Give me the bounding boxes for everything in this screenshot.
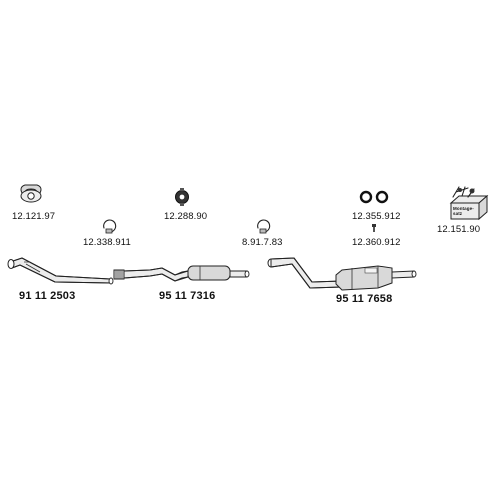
part-number-rear-silencer: 95 11 7658 [336, 293, 393, 305]
kit-box-label: Montage-satz [453, 206, 474, 216]
part-number-front-pipe: 91 11 2503 [19, 290, 76, 302]
bolt-icon [372, 224, 376, 232]
clamp-icon [103, 219, 117, 234]
accessory-code-clamp-1: 12.338.911 [83, 237, 131, 248]
accessory-code-bolt: 12.360.912 [352, 237, 401, 248]
clamp-icon [257, 219, 271, 234]
accessory-code-mounting-kit: 12.151.90 [437, 224, 481, 235]
rubber-rings-icon [359, 190, 389, 204]
rear-silencer-icon [267, 257, 417, 291]
mounting-kit-box-icon [449, 186, 489, 221]
part-number-middle-silencer: 95 11 7316 [159, 290, 216, 302]
gasket-icon [20, 184, 42, 203]
accessory-code-clamp-2: 8.91.7.83 [242, 237, 283, 248]
rubber-hanger-icon [175, 188, 189, 206]
middle-silencer-icon [113, 265, 250, 282]
accessory-code-gasket: 12.121.97 [12, 211, 56, 222]
accessory-code-rubber-rings: 12.355.912 [352, 211, 401, 222]
accessory-code-rubber-hanger: 12.288.90 [164, 211, 208, 222]
front-pipe-icon [7, 257, 114, 285]
